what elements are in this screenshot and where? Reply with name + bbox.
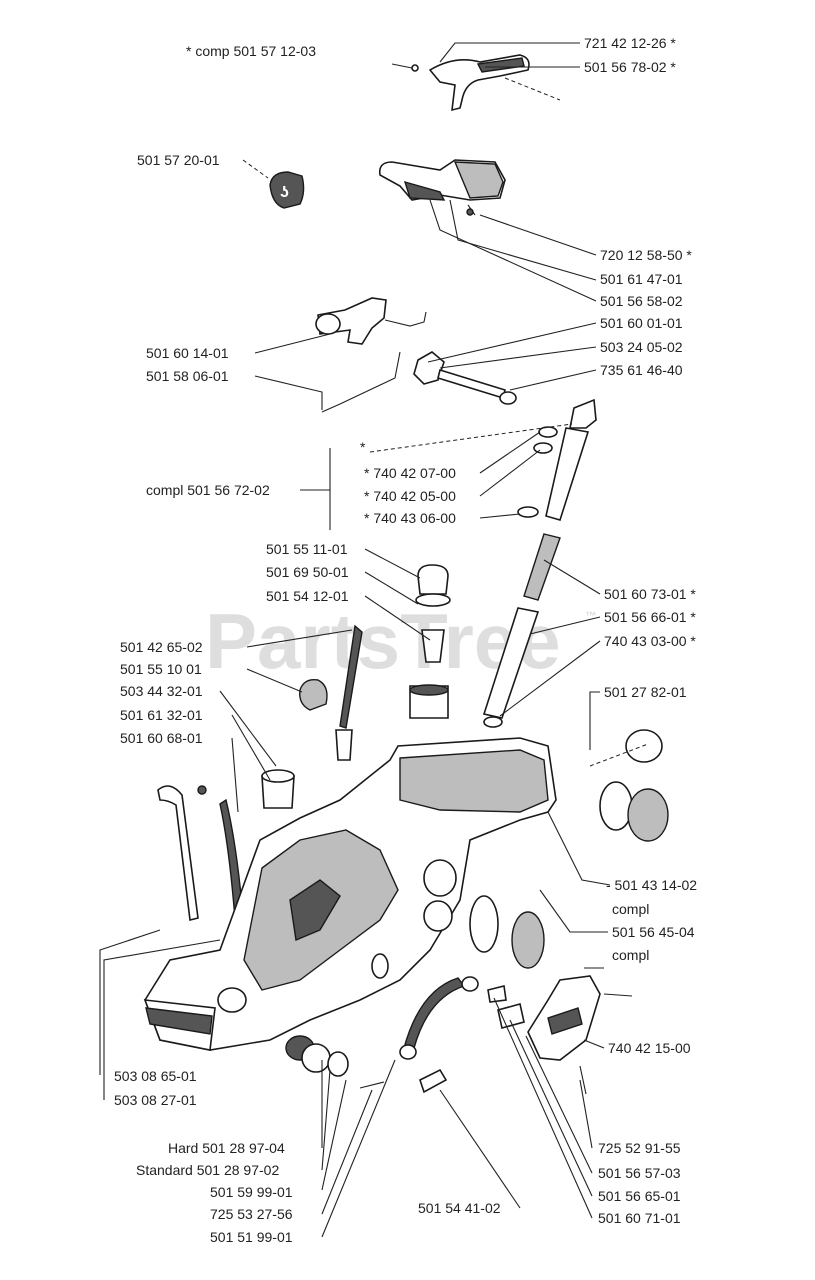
label-501-55-11-01: 501 55 11-01 xyxy=(266,541,348,557)
choke-shaft-part xyxy=(413,351,517,405)
label-501-60-68-01: 501 60 68-01 xyxy=(120,730,203,746)
av-element-parts xyxy=(285,1035,448,1094)
label-501-60-14-01: 501 60 14-01 xyxy=(146,345,229,361)
label-501-56-66-01: 501 56 66-01 * xyxy=(604,609,696,625)
label-720-12-58-50: 720 12 58-50 * xyxy=(600,247,692,263)
seal-parts-right xyxy=(469,729,669,969)
label-503-44-32-01: 503 44 32-01 xyxy=(120,683,203,699)
label-standard-501-28-97-02: Standard 501 28 97-02 xyxy=(136,1162,279,1178)
label-compl-a: compl xyxy=(612,901,649,917)
grommet-part: ʖ xyxy=(269,171,305,209)
grommet-small-part xyxy=(299,679,328,711)
label-740-43-06-00: * 740 43 06-00 xyxy=(364,510,456,526)
oil-cap-part xyxy=(409,564,451,719)
label-501-61-47-01: 501 61 47-01 xyxy=(600,271,683,287)
label-501-61-32-01: 501 61 32-01 xyxy=(120,707,203,723)
label-501-56-78-02: 501 56 78-02 * xyxy=(584,59,676,75)
adjusting-screw-part xyxy=(482,398,597,728)
filter-part xyxy=(261,769,295,809)
label-721-42-12-26: 721 42 12-26 * xyxy=(584,35,676,51)
label-725-53-27-56: 725 53 27-56 xyxy=(210,1206,293,1222)
impulse-hose-part xyxy=(157,785,245,933)
label-503-24-05-02: 503 24 05-02 xyxy=(600,339,683,355)
fuel-line-part xyxy=(335,624,363,761)
part-labels: * comp 501 57 12-03 721 42 12-26 * 501 5… xyxy=(114,35,697,1245)
throttle-lever-part xyxy=(378,159,506,216)
label-501-56-57-03: 501 56 57-03 xyxy=(598,1165,681,1181)
label-501-60-71-01: 501 60 71-01 xyxy=(598,1210,681,1226)
label-501-69-50-01: 501 69 50-01 xyxy=(266,564,349,580)
label-740-42-07-00: * 740 42 07-00 xyxy=(364,465,456,481)
label-501-54-12-01: 501 54 12-01 xyxy=(266,588,349,604)
label-hard-501-28-97-04: Hard 501 28 97-04 xyxy=(168,1140,285,1156)
label-compl-501-56-72-02: compl 501 56 72-02 xyxy=(146,482,270,498)
label-501-60-01-01: 501 60 01-01 xyxy=(600,315,683,331)
label-501-56-58-02: 501 56 58-02 xyxy=(600,293,683,309)
bar-spike-parts xyxy=(487,975,633,1095)
watermark-tm: ™ xyxy=(585,609,597,623)
label-501-27-82-01: 501 27 82-01 xyxy=(604,684,687,700)
label-740-42-05-00: * 740 42 05-00 xyxy=(364,488,456,504)
label-501-58-06-01: 501 58 06-01 xyxy=(146,368,229,384)
label-501-60-73-01: 501 60 73-01 * xyxy=(604,586,696,602)
label-501-51-99-01: 501 51 99-01 xyxy=(210,1229,293,1245)
leader-lines xyxy=(99,42,649,1238)
svg-text:ʖ: ʖ xyxy=(280,184,289,201)
label-501-56-65-01: 501 56 65-01 xyxy=(598,1188,681,1204)
label-740-43-03-00: 740 43 03-00 * xyxy=(604,633,696,649)
label-740-42-15-00: 740 42 15-00 xyxy=(608,1040,691,1056)
oil-line-part xyxy=(399,976,479,1060)
label-501-54-41-02: 501 54 41-02 xyxy=(418,1200,501,1216)
choke-lever-part xyxy=(315,297,427,413)
label-501-59-99-01: 501 59 99-01 xyxy=(210,1184,293,1200)
label-501-55-10-01: 501 55 10 01 xyxy=(120,661,202,677)
label-503-08-65-01: 503 08 65-01 xyxy=(114,1068,197,1084)
label-501-42-65-02: 501 42 65-02 xyxy=(120,639,203,655)
label-compl-b: compl xyxy=(612,947,649,963)
label-725-52-91-55: 725 52 91-55 xyxy=(598,1140,681,1156)
throttle-trigger-part xyxy=(391,54,530,112)
crankcase-housing-part xyxy=(143,737,557,1051)
label-comp-501-57-12-03: * comp 501 57 12-03 xyxy=(186,43,316,59)
label-503-08-27-01: 503 08 27-01 xyxy=(114,1092,197,1108)
label-501-43-14-02: - 501 43 14-02 xyxy=(606,877,697,893)
label-735-61-46-40: 735 61 46-40 xyxy=(600,362,683,378)
label-star: * xyxy=(360,439,366,455)
label-501-57-20-01: 501 57 20-01 xyxy=(137,152,220,168)
label-501-56-45-04: 501 56 45-04 xyxy=(612,924,695,940)
